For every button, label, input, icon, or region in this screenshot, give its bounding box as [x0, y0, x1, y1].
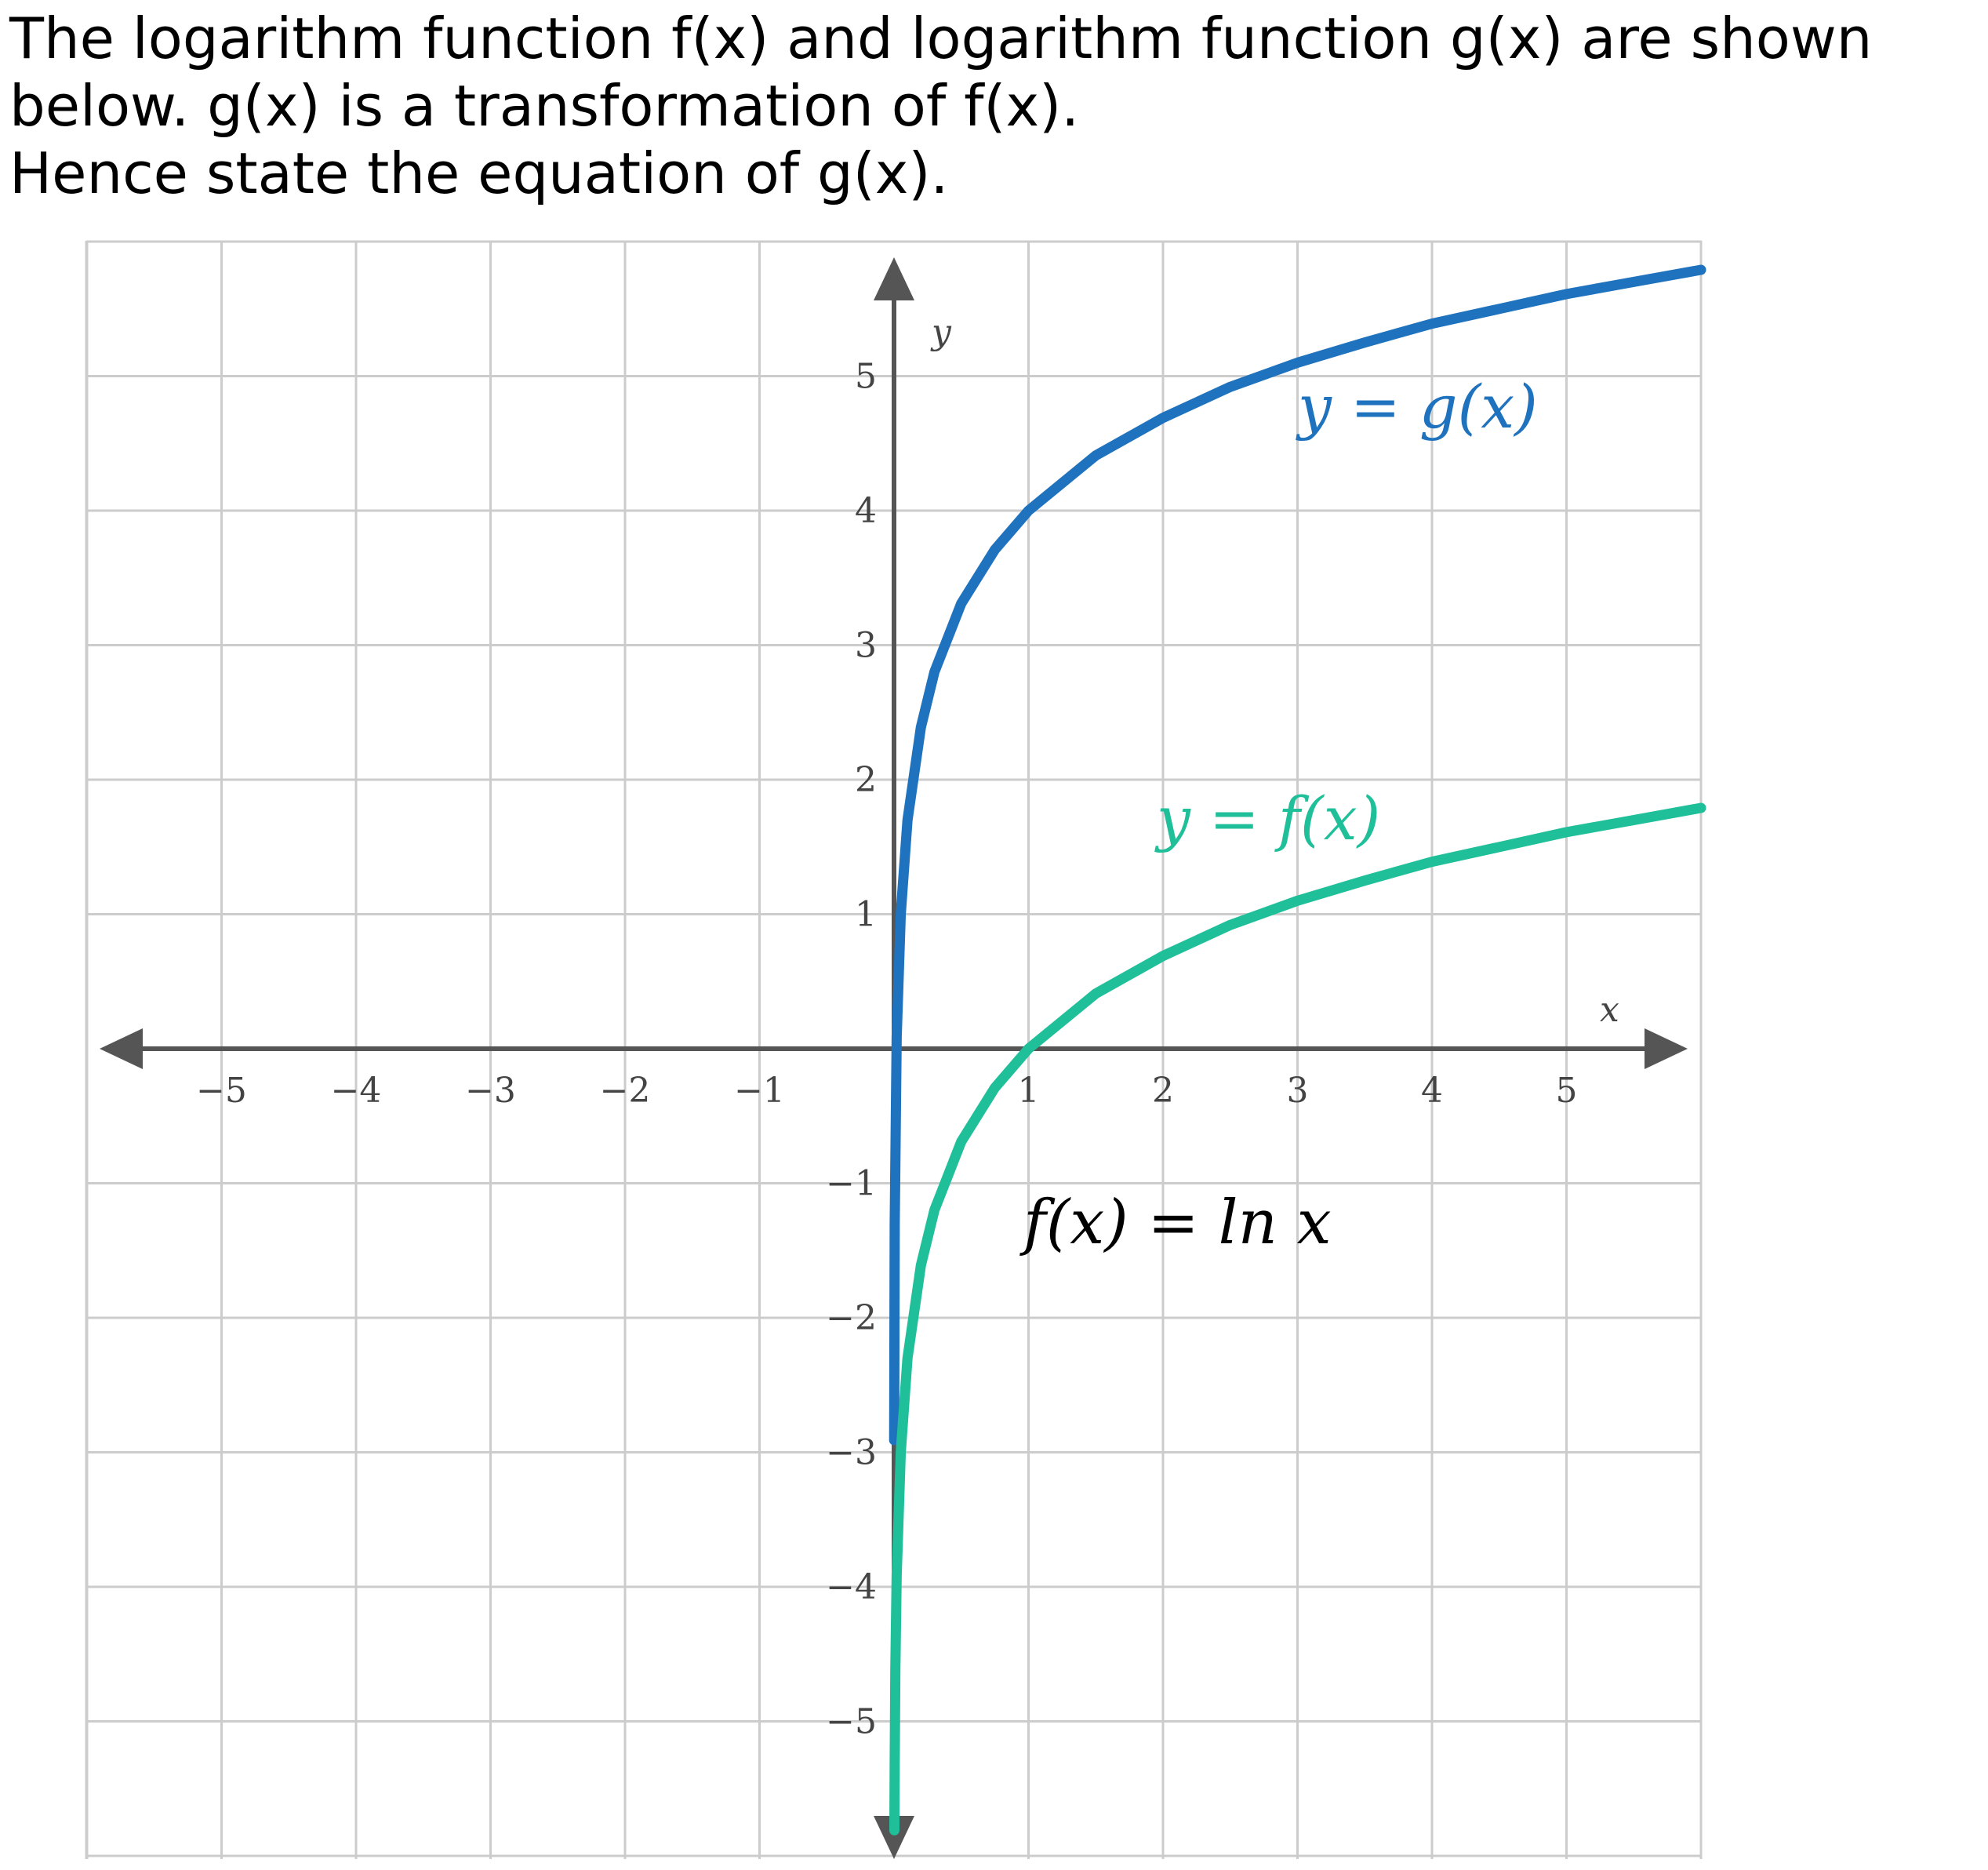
y-tick-label: 1: [855, 895, 877, 935]
y-tick-label: −5: [826, 1702, 877, 1742]
y-tick-label: 3: [855, 626, 877, 666]
g-curve: [889, 264, 1706, 1446]
x-tick-label: 3: [1287, 1071, 1309, 1111]
question-line-2: below. g(x) is a transformation of f(x).: [9, 73, 1080, 139]
y-tick-label: 5: [855, 357, 877, 397]
g-curve-label: y = g(x): [1296, 372, 1538, 442]
y-tick-label: 4: [855, 491, 877, 531]
x-tick-label: 4: [1421, 1071, 1443, 1111]
tick-labels: −5 −4 −3 −2 −1 1 2 3 4 5 −5 −4 −3 −2 −1 1 2 3 4 5: [196, 357, 1577, 1742]
x-tick-label: 5: [1556, 1071, 1578, 1111]
question-line-1: The logarithm function f(x) and logarith…: [9, 5, 1873, 71]
y-axis-arrow-down: [874, 1816, 914, 1859]
y-tick-label: −1: [826, 1164, 877, 1204]
x-tick-label: −1: [734, 1071, 785, 1111]
f-curve-label: y = f(x): [1154, 784, 1380, 853]
curves: [889, 264, 1706, 1835]
f-formula: f(x) = ln x: [1019, 1188, 1332, 1258]
x-tick-label: 1: [1018, 1071, 1040, 1111]
y-tick-label: −2: [826, 1298, 877, 1338]
x-axis-label: x: [1600, 990, 1619, 1030]
x-tick-label: −4: [331, 1071, 382, 1111]
x-tick-label: −2: [600, 1071, 651, 1111]
y-tick-label: 2: [855, 760, 877, 800]
x-tick-label: −5: [196, 1071, 247, 1111]
x-tick-label: −3: [465, 1071, 516, 1111]
y-axis-label: y: [930, 312, 952, 352]
x-tick-label: 2: [1152, 1071, 1174, 1111]
f-curve: [889, 802, 1706, 1835]
question-line-3: Hence state the equation of g(x).: [9, 140, 949, 206]
x-axis-arrow-right: [1645, 1028, 1688, 1069]
x-axis-arrow-left: [100, 1028, 143, 1069]
question-text: The logarithm function f(x) and logarith…: [9, 5, 1978, 207]
y-tick-label: −4: [826, 1567, 877, 1607]
y-tick-label: −3: [826, 1433, 877, 1473]
y-axis-arrow-up: [874, 257, 914, 300]
